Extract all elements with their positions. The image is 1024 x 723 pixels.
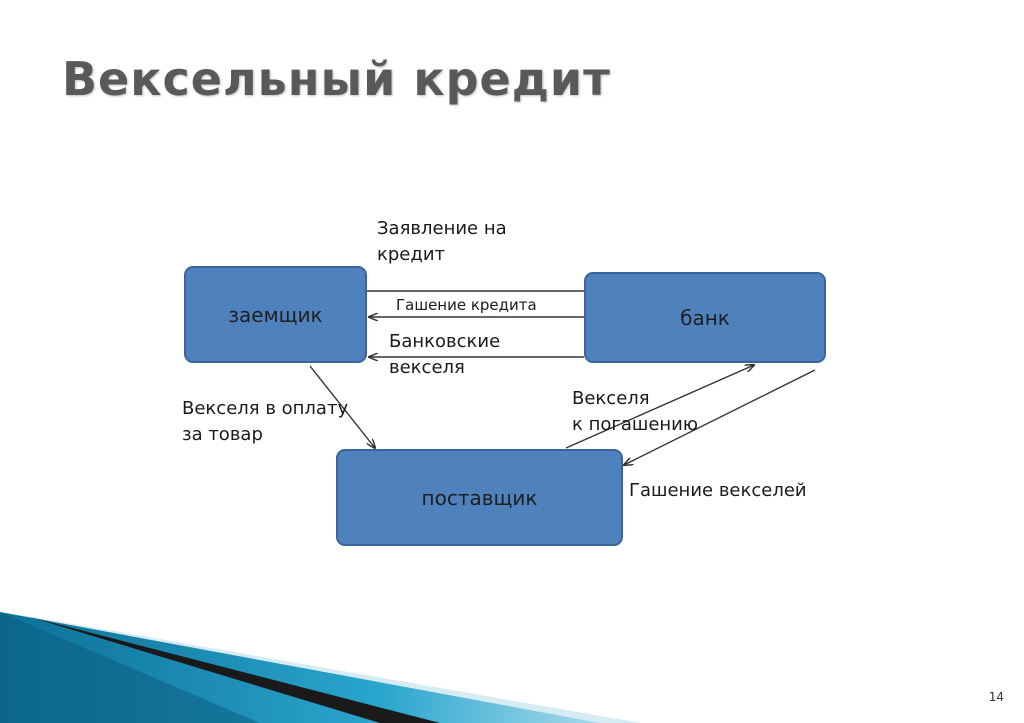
label-credit-application-line1: Заявление на [377,218,507,239]
label-bills-repayment: Гашение векселей [629,480,807,501]
label-bank-bills-line1: Банковские [389,331,501,352]
node-supplier: поставщик [336,449,623,546]
label-credit-application-line2: кредит [377,244,446,265]
arrow-bills-repayment [624,369,816,465]
node-borrower-label: заемщик [228,302,323,327]
label-bills-for-redemption-line1: Векселя [572,388,650,409]
label-credit-application: Заявление на кредит [377,216,507,268]
label-bank-bills-line2: векселя [389,357,465,378]
decorative-band [0,612,640,723]
label-bills-for-redemption: Векселя к погашению [572,386,698,438]
slide-title: Вексельный кредит [62,52,611,106]
arrow-bills-for-redemption [565,365,754,449]
page-number: 14 [988,690,1004,704]
label-bills-for-goods-line1: Векселя в оплату [182,398,349,419]
label-credit-repayment: Гашение кредита [396,296,537,314]
label-bills-for-goods-line2: за товар [182,424,263,445]
node-supplier-label: поставщик [421,485,538,510]
arrow-bills-for-goods [309,365,375,448]
node-borrower: заемщик [184,266,367,363]
label-bills-for-goods: Векселя в оплату за товар [182,396,348,448]
node-bank-label: банк [680,305,730,330]
label-bills-for-redemption-line2: к погашению [572,414,699,435]
label-bank-bills: Банковские векселя [389,329,500,381]
node-bank: банк [584,272,826,363]
